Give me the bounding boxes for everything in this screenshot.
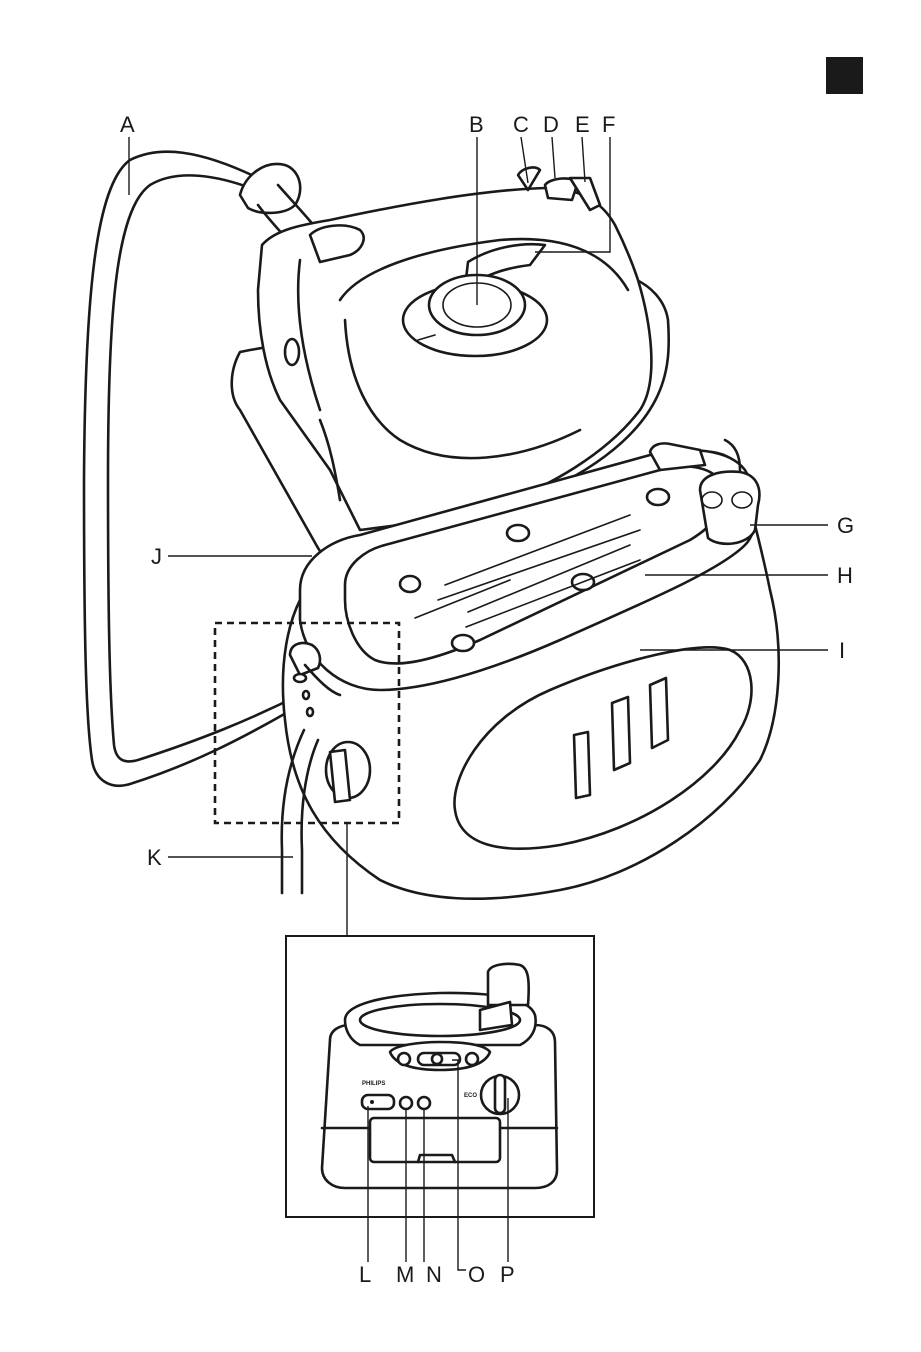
label-b: B	[469, 112, 485, 137]
corner-tab	[826, 57, 863, 94]
label-g: G	[837, 513, 855, 538]
label-f: F	[602, 112, 616, 137]
label-o: O	[468, 1262, 486, 1287]
eco-label: ECO	[464, 1093, 477, 1099]
brand-label: PHILIPS	[362, 1081, 385, 1087]
indicator-light-m	[400, 1097, 412, 1109]
label-m: M	[396, 1262, 415, 1287]
label-i: I	[839, 638, 846, 663]
label-j: J	[151, 544, 163, 569]
label-d: D	[543, 112, 560, 137]
label-h: H	[837, 563, 854, 588]
indicator-light-n	[418, 1097, 430, 1109]
label-c: C	[513, 112, 530, 137]
label-k: K	[147, 845, 163, 870]
label-e: E	[575, 112, 591, 137]
label-a: A	[120, 112, 136, 137]
detail-inset: PHILIPS ECO	[286, 936, 594, 1217]
label-l: L	[359, 1262, 372, 1287]
label-n: N	[426, 1262, 443, 1287]
power-switch[interactable]	[362, 1095, 394, 1109]
label-p: P	[500, 1262, 516, 1287]
